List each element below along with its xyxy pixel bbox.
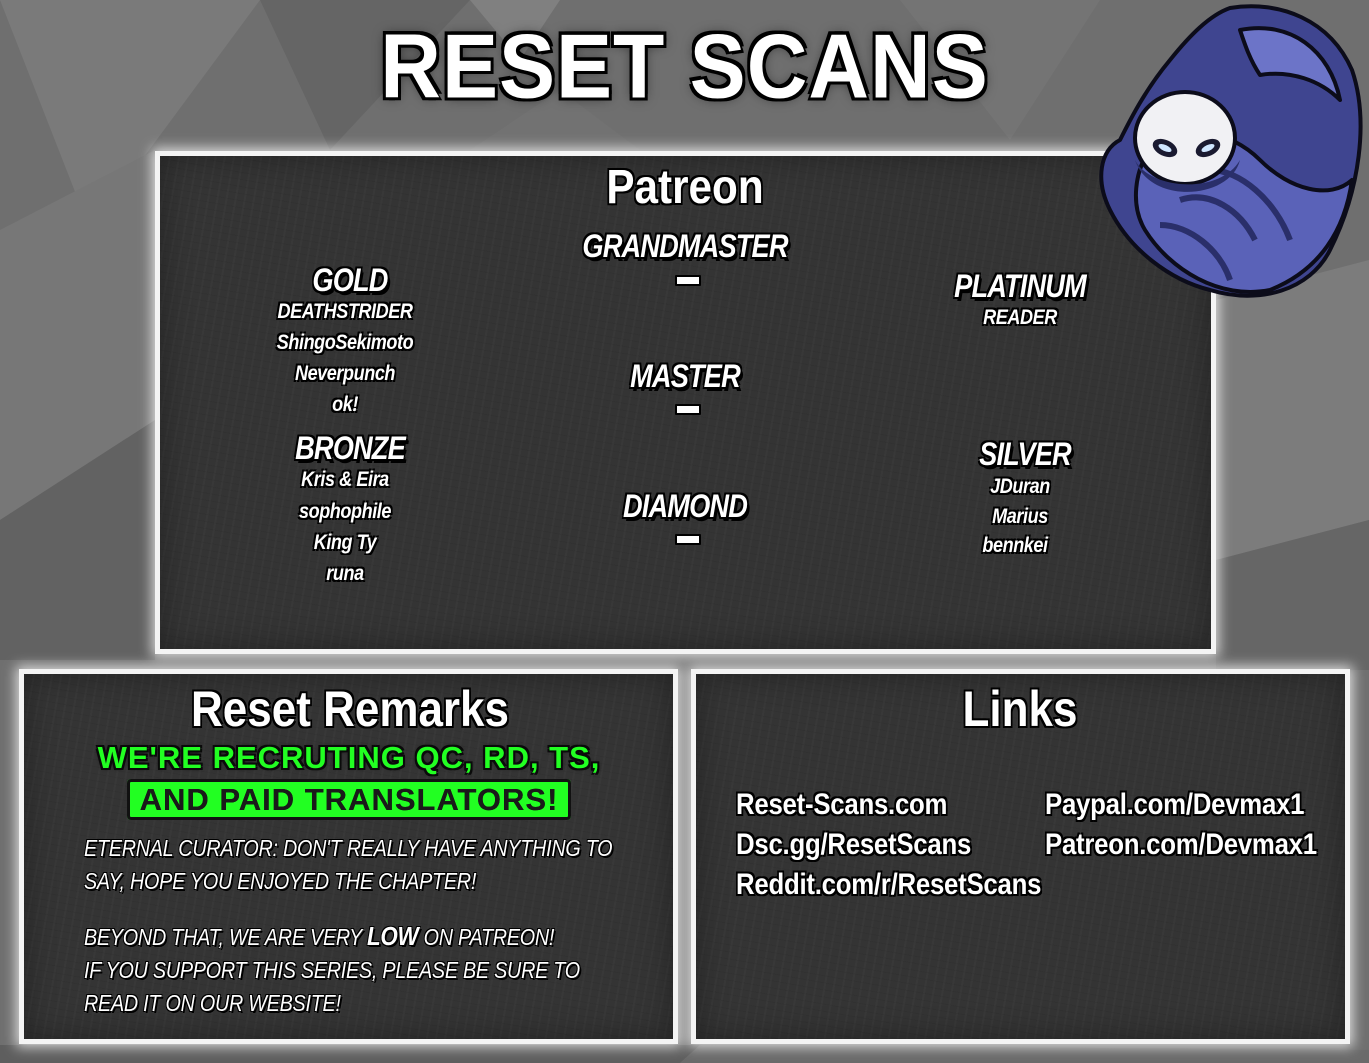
bronze-member: King Ty: [313, 531, 377, 554]
mascot-cloaked-figure: [1099, 4, 1363, 298]
links-panel: [691, 669, 1350, 1044]
diamond-empty-dash: [675, 534, 701, 545]
beyond-line: BEYOND THAT, WE ARE VERY LOW ON PATREON!: [84, 921, 555, 951]
link-website[interactable]: Reset-Scans.com: [736, 788, 948, 821]
grandmaster-empty-dash: [675, 275, 701, 286]
links-heading: Links: [962, 681, 1078, 737]
remarks-heading: Reset Remarks: [191, 681, 509, 737]
gold-member: ok!: [332, 393, 358, 416]
support-line: IF YOU SUPPORT THIS SERIES, PLEASE BE SU…: [84, 957, 580, 983]
curator-line-2: SAY, HOPE YOU ENJOYED THE CHAPTER!: [84, 868, 477, 894]
silver-member: Marius: [992, 505, 1048, 528]
tier-gold: GOLD: [312, 262, 388, 298]
curator-line-1: ETERNAL CURATOR: DON'T REALLY HAVE ANYTH…: [84, 835, 613, 861]
recruit-highlight: AND PAID TRANSLATORS!: [126, 779, 572, 820]
bronze-member: runa: [326, 562, 364, 585]
bronze-member: Kris & Eira: [301, 468, 389, 491]
gold-member: Neverpunch: [294, 362, 396, 385]
link-paypal[interactable]: Paypal.com/Devmax1: [1045, 788, 1305, 821]
patreon-panel: [155, 151, 1216, 654]
gold-member: DEATHSTRIDER: [277, 300, 413, 323]
low-emphasis: LOW: [366, 921, 419, 951]
patreon-remark: BEYOND THAT, WE ARE VERY LOW ON PATREON!…: [84, 920, 617, 1020]
remarks-panel: [19, 669, 678, 1044]
curator-remark: ETERNAL CURATOR: DON'T REALLY HAVE ANYTH…: [84, 832, 652, 898]
bronze-member: sophophile: [298, 500, 392, 523]
link-reddit[interactable]: Reddit.com/r/ResetScans: [736, 868, 1042, 901]
recruit-line-1: WE'RE RECRUTING QC, RD, TS,: [97, 740, 601, 775]
link-patreon[interactable]: Patreon.com/Devmax1: [1045, 828, 1317, 861]
recruit-line-2: AND PAID TRANSLATORS!: [34, 779, 664, 820]
site-title: RESET SCANS: [380, 15, 989, 117]
tier-platinum: PLATINUM: [954, 268, 1087, 304]
link-discord[interactable]: Dsc.gg/ResetScans: [736, 828, 972, 861]
silver-member: bennkei: [982, 534, 1048, 557]
patreon-heading: Patreon: [606, 161, 764, 214]
platinum-member: READER: [983, 306, 1057, 329]
tier-grandmaster: GRANDMASTER: [582, 228, 788, 264]
website-line: READ IT ON OUR WEBSITE!: [84, 990, 341, 1016]
master-empty-dash: [675, 404, 701, 415]
tier-silver: SILVER: [979, 436, 1071, 472]
tier-master: MASTER: [630, 358, 741, 394]
tier-diamond: DIAMOND: [623, 488, 748, 524]
tier-bronze: BRONZE: [295, 430, 406, 466]
gold-member: ShingoSekimoto: [276, 331, 414, 354]
silver-member: JDuran: [990, 475, 1050, 498]
